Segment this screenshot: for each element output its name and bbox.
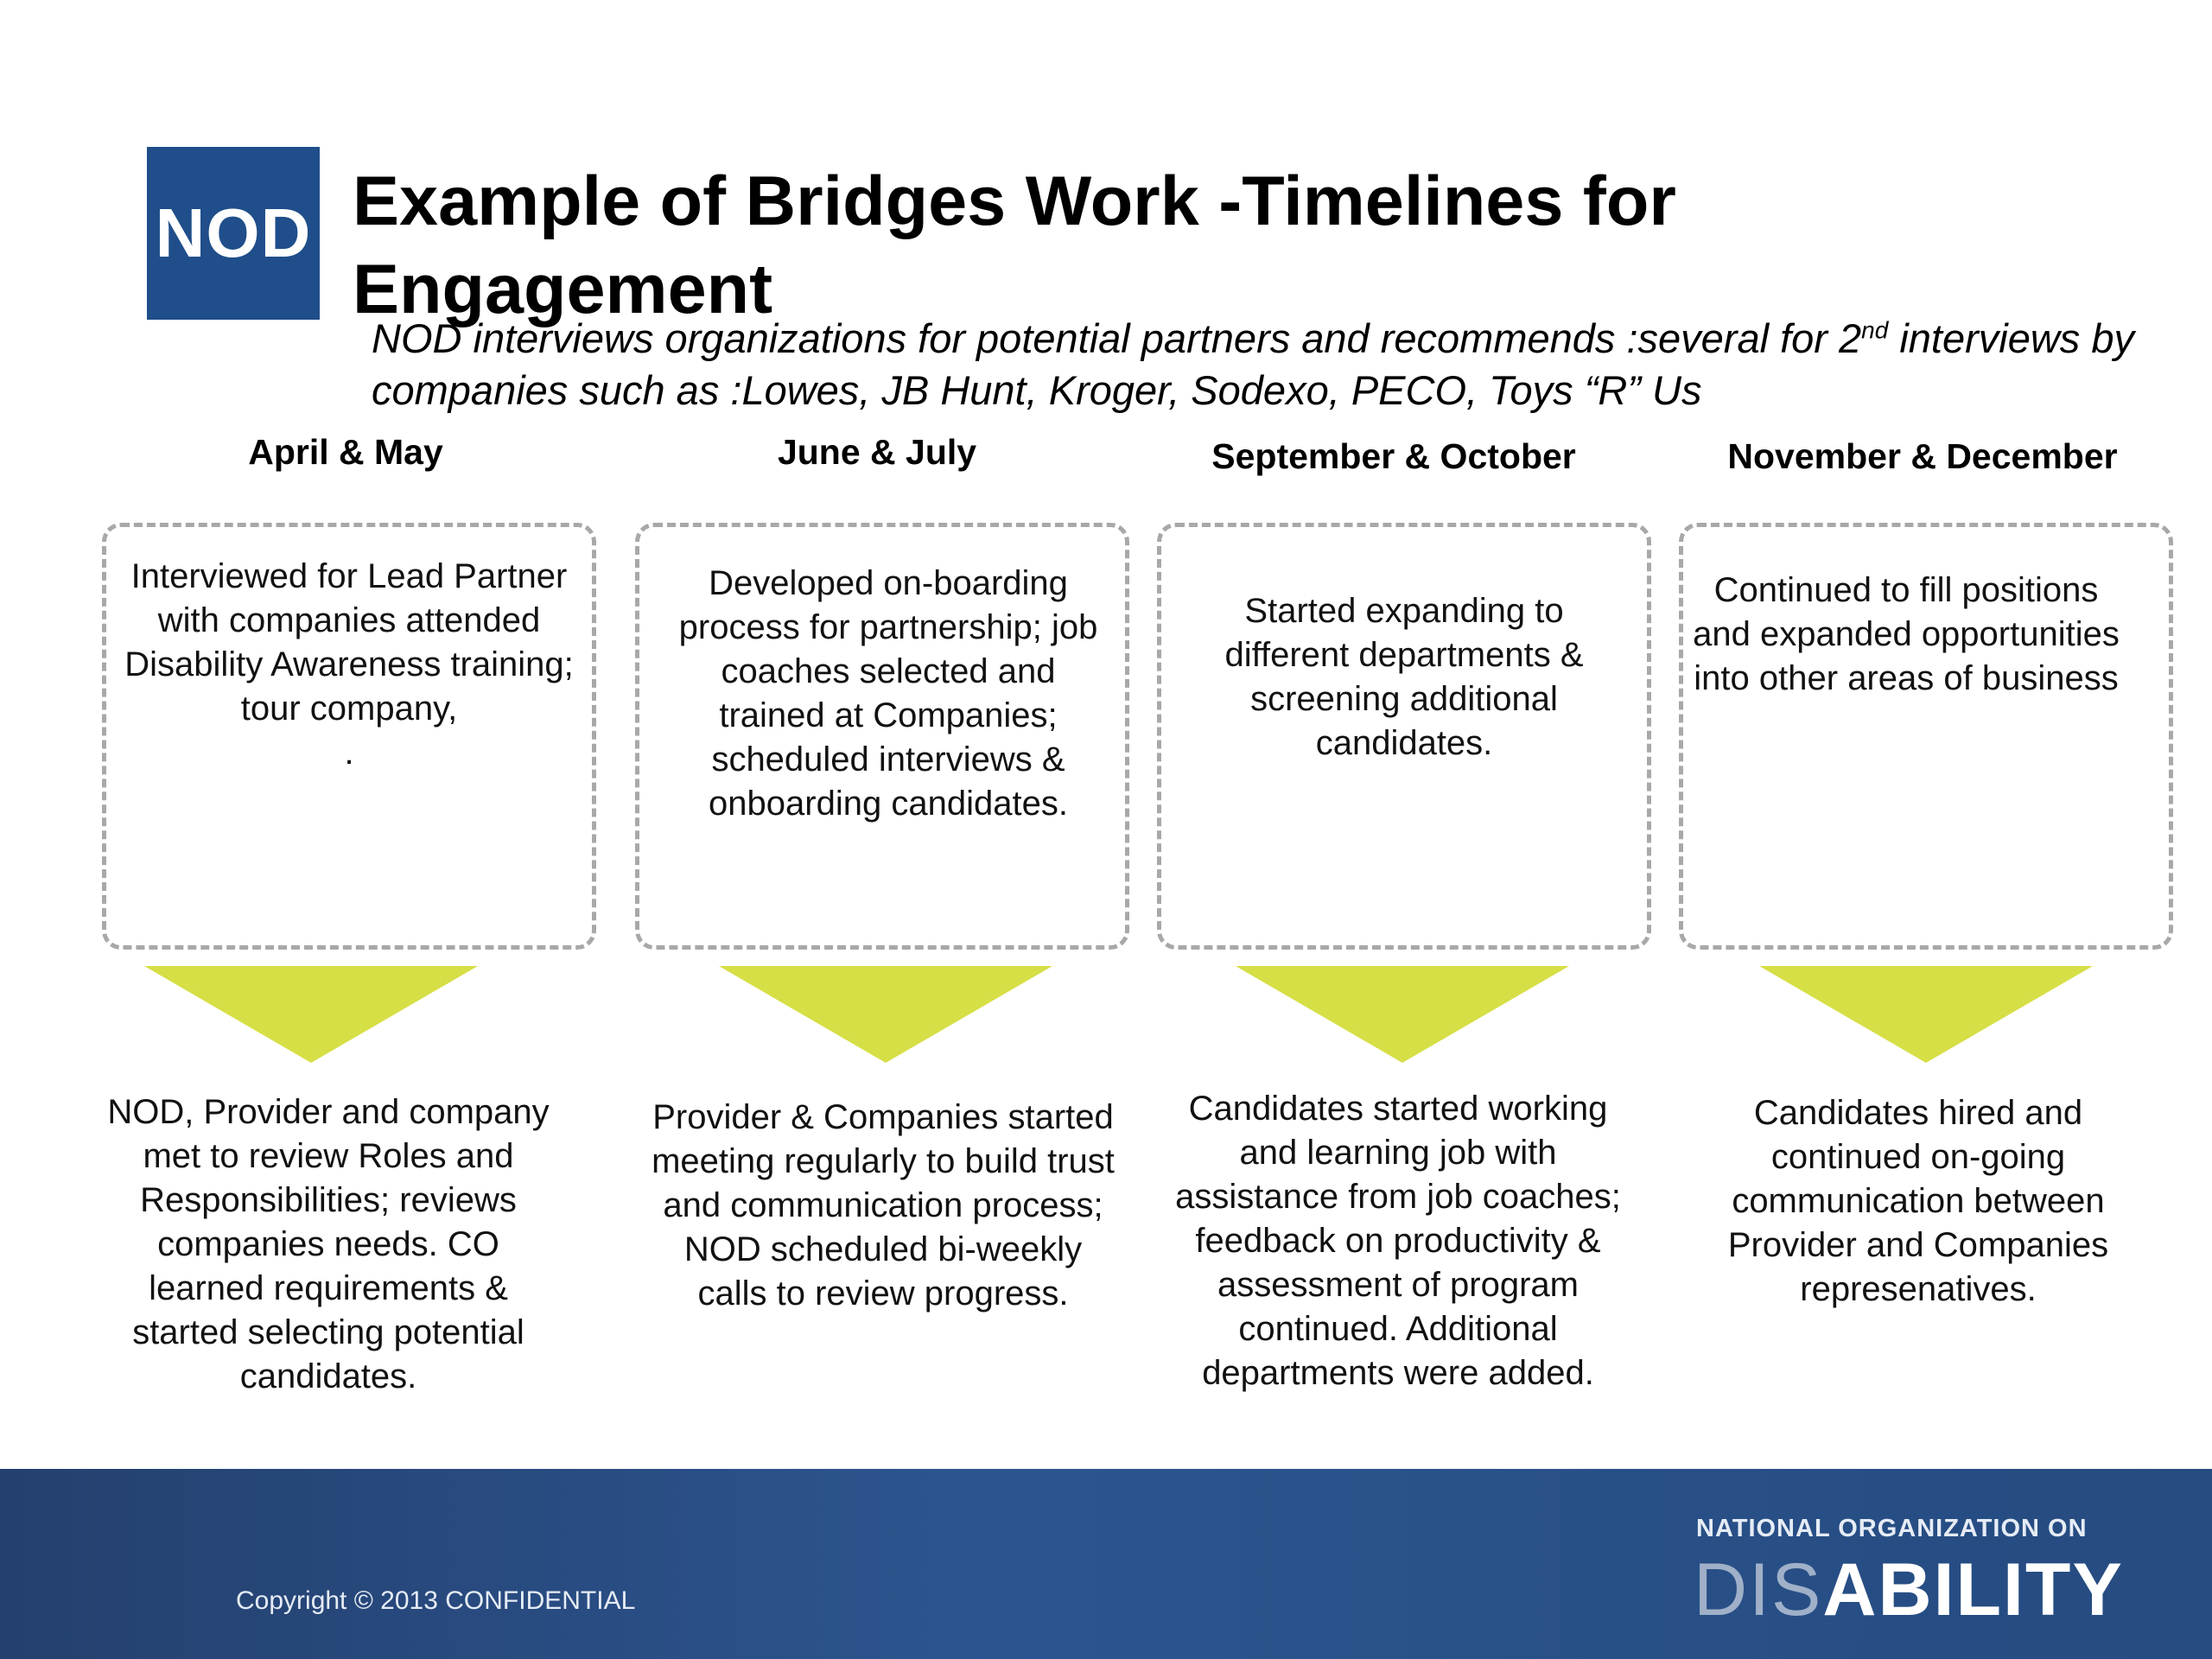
box-text-april-may: Interviewed for Lead Partner with compan… (124, 557, 574, 772)
column-heading-june-july: June & July (777, 432, 977, 472)
down-arrow-icon (144, 966, 478, 1063)
org-name-top: NATIONAL ORGANIZATION ON (1696, 1515, 2088, 1542)
column-heading-april-may: April & May (248, 432, 443, 472)
subtitle-part-2: interviews by companies such as :Lowes, … (372, 315, 2135, 413)
below-text-june-july: Provider & Companies started meeting reg… (652, 1098, 1115, 1313)
timeline-box-november-december (1679, 523, 2173, 950)
timeline-box-september-october (1157, 523, 1651, 950)
below-text-september-october: Candidates started working and learning … (1175, 1090, 1621, 1392)
down-arrow-icon (1759, 966, 2093, 1063)
nod-logo: NOD (147, 147, 320, 320)
subtitle-superscript: nd (1861, 316, 1889, 344)
column-heading-september-october: September & October (1211, 436, 1576, 476)
org-logo-disability: DISABILITY (1694, 1547, 2124, 1633)
timeline-box-april-may (102, 523, 596, 950)
logo-text: NOD (155, 194, 312, 271)
timeline-box-june-july (635, 523, 1129, 950)
slide-subtitle: NOD interviews organizations for potenti… (372, 313, 2186, 416)
slide-title: Example of Bridges Work -Timelines for E… (353, 162, 1676, 328)
subtitle-part-1: NOD interviews organizations for potenti… (372, 315, 1862, 361)
down-arrow-icon (1236, 966, 1569, 1063)
box-text-september-october: Started expanding to different departmen… (1224, 592, 1584, 762)
footer-band (0, 1469, 2212, 1659)
below-text-november-december: Candidates hired and continued on-going … (1727, 1094, 2109, 1308)
column-heading-november-december: November & December (1727, 436, 2118, 476)
org-logo-dis: DIS (1694, 1548, 1823, 1631)
box-text-june-july: Developed on-boarding process for partne… (678, 564, 1098, 823)
copyright-text: Copyright © 2013 CONFIDENTIAL (236, 1586, 636, 1615)
org-logo-ability: ABILITY (1822, 1548, 2124, 1631)
box-text-november-december: Continued to fill positions and expanded… (1693, 571, 2120, 697)
below-text-april-may: NOD, Provider and company met to review … (107, 1093, 550, 1395)
down-arrow-icon (719, 966, 1052, 1063)
